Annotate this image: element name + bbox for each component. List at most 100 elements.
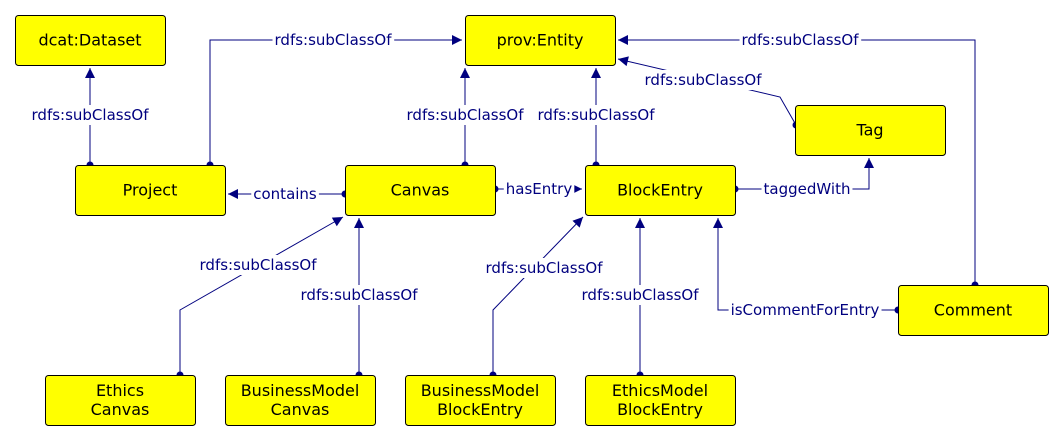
node-label: Tag [855, 121, 883, 140]
node-tag[interactable]: Tag [795, 105, 946, 156]
node-box [405, 375, 556, 426]
node-box [795, 105, 946, 156]
node-box [465, 15, 616, 66]
edge-label: rdfs:subClassOf [200, 256, 318, 274]
edge-line [209, 39, 462, 165]
node-box [45, 375, 196, 426]
edge-line [618, 39, 976, 285]
edge-ethicsblockentry-blockentry: rdfs:subClassOf [579, 218, 702, 379]
edge-line [492, 216, 584, 375]
node-label: dcat:Dataset [38, 31, 141, 50]
edge-label: rdfs:subClassOf [742, 31, 860, 49]
node-label: BlockEntry [617, 181, 703, 200]
edge-label: isCommentForEntry [731, 301, 880, 319]
edge-arrow-head [864, 158, 874, 168]
node-label: BusinessModel [241, 381, 360, 400]
edge-label: rdfs:subClassOf [32, 106, 150, 124]
edge-label: rdfs:subClassOf [486, 259, 604, 277]
edge-label-background [197, 255, 320, 275]
node-comment[interactable]: Comment [898, 285, 1049, 336]
edge-label-background [404, 105, 527, 125]
edge-label: rdfs:subClassOf [407, 106, 525, 124]
edge-line [179, 216, 344, 375]
edge-arrow-head [331, 217, 343, 227]
edge-label-background [761, 179, 853, 199]
edge-label-background [535, 105, 658, 125]
edge-label-background [483, 258, 606, 278]
edge-canvas-project: contains [228, 184, 349, 204]
edge-arrow-head [228, 189, 238, 199]
node-label: Canvas [391, 181, 450, 200]
edge-label: rdfs:subClassOf [538, 106, 656, 124]
node-label: prov:Entity [497, 31, 584, 50]
edge-project-entity: rdfs:subClassOf [206, 30, 462, 169]
edge-label-background [251, 184, 319, 204]
edge-canvas-blockentry: hasEntry [491, 179, 582, 199]
edge-label-background [272, 30, 395, 50]
node-label: Canvas [271, 400, 330, 419]
edge-arrow-head [618, 35, 628, 45]
edge-bmcanvas-canvas: rdfs:subClassOf [298, 218, 421, 379]
node-label: EthicsModel [612, 381, 708, 400]
node-label: Canvas [91, 400, 150, 419]
edge-label: rdfs:subClassOf [645, 71, 763, 89]
edge-arrow-head [452, 35, 462, 45]
node-box [898, 285, 1049, 336]
edge-label: rdfs:subClassOf [301, 286, 419, 304]
node-label: BlockEntry [617, 400, 703, 419]
edge-label-background [728, 300, 882, 320]
edge-label: taggedWith [764, 180, 851, 198]
node-label: Project [123, 181, 178, 200]
edge-label-background [29, 105, 152, 125]
node-blockentry[interactable]: BlockEntry [585, 165, 736, 216]
edge-blockentry-entity: rdfs:subClassOf [535, 68, 658, 169]
node-box [225, 375, 376, 426]
edges-layer: rdfs:subClassOf rdfs:subClassOf rdfs:subCl… [29, 30, 979, 379]
edge-arrow-head [85, 68, 95, 78]
node-label: BusinessModel [421, 381, 540, 400]
edge-ethicscanvas-canvas: rdfs:subClassOf [176, 216, 344, 379]
edge-label: rdfs:subClassOf [275, 31, 393, 49]
node-entity[interactable]: prov:Entity [465, 15, 616, 66]
node-label: Ethics [96, 381, 144, 400]
edge-arrow-head [618, 56, 629, 67]
edge-arrow-head [591, 68, 601, 78]
edge-arrow-head [460, 68, 470, 78]
node-box [585, 375, 736, 426]
edge-label: rdfs:subClassOf [582, 286, 700, 304]
edge-blockentry-tag: taggedWith [731, 158, 874, 199]
edge-arrow-head [713, 218, 723, 228]
edge-label: contains [253, 185, 317, 203]
edge-label-background [298, 285, 421, 305]
edge-project-dataset: rdfs:subClassOf [29, 68, 152, 169]
node-box [15, 15, 166, 66]
edge-arrow-head [572, 217, 583, 228]
edge-label-background [642, 70, 765, 90]
node-box [345, 165, 496, 216]
node-box [585, 165, 736, 216]
node-label: BlockEntry [437, 400, 523, 419]
edge-canvas-entity: rdfs:subClassOf [404, 68, 527, 169]
edge-label-background [739, 30, 862, 50]
edge-comment-blockentry: isCommentForEntry [713, 218, 902, 320]
edge-comment-entity: rdfs:subClassOf [618, 30, 979, 289]
edge-arrow-head [635, 218, 645, 228]
edge-label: hasEntry [506, 180, 573, 198]
edge-tag-entity: rdfs:subClassOf [617, 56, 800, 129]
edge-line [717, 218, 898, 311]
edge-arrow-head [354, 218, 364, 228]
node-box [75, 165, 226, 216]
edge-bmblockentry-blockentry: rdfs:subClassOf [483, 216, 606, 379]
edge-label-background [503, 179, 575, 199]
node-label: Comment [934, 301, 1012, 320]
node-project[interactable]: Project [75, 165, 226, 216]
edge-label-background [579, 285, 702, 305]
node-canvas[interactable]: Canvas [345, 165, 496, 216]
node-dataset[interactable]: dcat:Dataset [15, 15, 166, 66]
